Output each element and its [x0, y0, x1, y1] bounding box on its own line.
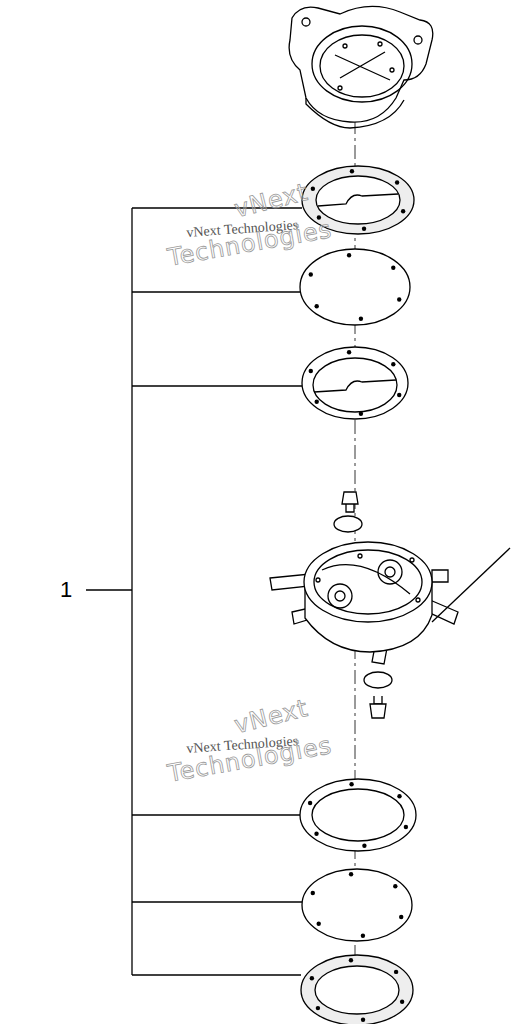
bolt-hole — [401, 209, 405, 213]
gasket — [301, 955, 413, 1024]
callout-number: 1 — [60, 579, 72, 601]
gasket — [302, 347, 408, 419]
bolt-hole — [361, 934, 365, 938]
cover-plate — [289, 6, 433, 128]
diaphragm — [302, 869, 412, 941]
bolt-holes — [308, 169, 408, 1022]
bolt-hole — [310, 976, 314, 980]
bolt-hole — [397, 393, 401, 397]
pump-body — [270, 542, 458, 664]
bolt-hole — [400, 999, 404, 1003]
bolt-hole — [359, 317, 363, 321]
bolt-hole — [395, 180, 399, 184]
bolt-hole — [359, 412, 363, 416]
bolt-hole — [315, 304, 319, 308]
bolt-hole — [349, 782, 353, 786]
bolt-hole — [308, 801, 312, 805]
watermark: vNext — [232, 180, 311, 221]
bolt-hole — [349, 872, 353, 876]
bolt-hole — [347, 350, 351, 354]
bolt-hole — [314, 831, 318, 835]
bolt-hole — [311, 891, 315, 895]
bolt-hole — [404, 825, 408, 829]
bolt-hole — [399, 915, 403, 919]
bolt-hole — [350, 169, 354, 173]
bolt-hole — [311, 187, 315, 191]
valve-screw — [364, 672, 392, 718]
bolt-hole — [397, 297, 401, 301]
bolt-hole — [309, 369, 313, 373]
bolt-hole — [316, 1006, 320, 1010]
watermark: vNext — [232, 696, 311, 737]
bolt-hole — [361, 1018, 365, 1022]
bolt-hole — [397, 794, 401, 798]
bolt-hole — [394, 970, 398, 974]
bolt-hole — [347, 253, 351, 257]
diaphragm — [300, 249, 410, 325]
bolt-hole — [362, 227, 366, 231]
bolt-hole — [349, 958, 353, 962]
bolt-hole — [362, 844, 366, 848]
leader-line — [432, 548, 510, 622]
group-bracket — [86, 208, 302, 975]
bolt-hole — [391, 362, 395, 366]
bolt-hole — [309, 272, 313, 276]
bolt-hole — [315, 399, 319, 403]
bolt-hole — [391, 266, 395, 270]
gasket — [300, 779, 416, 851]
bolt-hole — [393, 884, 397, 888]
bolt-hole — [317, 921, 321, 925]
valve-screw — [334, 492, 362, 532]
